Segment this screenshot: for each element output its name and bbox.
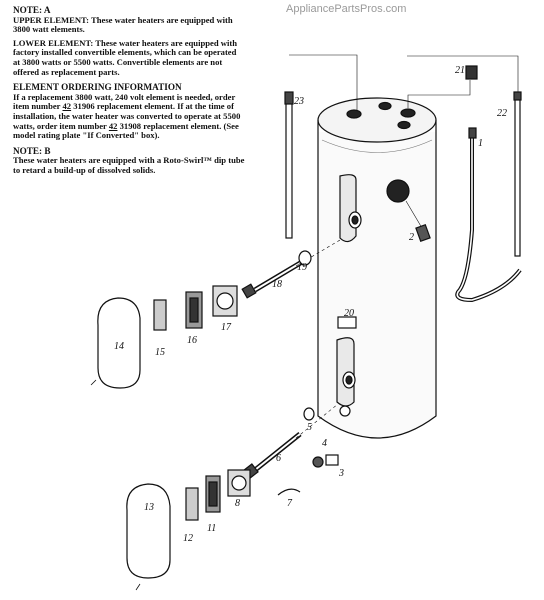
rating-plate xyxy=(337,316,357,329)
note-a: NOTE: A UPPER ELEMENT: These water heate… xyxy=(13,5,245,77)
callout-8: 8 xyxy=(235,498,240,509)
wire-clip xyxy=(277,488,301,496)
callout-11: 11 xyxy=(207,523,216,534)
drain-opening xyxy=(339,405,351,417)
note-a-title: NOTE: A xyxy=(13,5,51,15)
ordering-text: If a replacement 3800 watt, 240 volt ele… xyxy=(13,91,245,141)
drain-valve xyxy=(312,454,339,468)
ordering-text-1: If a replacement 3800 watt, 240 volt ele… xyxy=(13,91,236,112)
callout-22: 22 xyxy=(497,108,507,119)
callout-3: 3 xyxy=(338,468,344,479)
callout-20: 20 xyxy=(344,308,354,319)
lower-element-text: These water heaters are equipped with fa… xyxy=(13,37,238,77)
callout-16: 16 xyxy=(187,335,197,346)
heat-trap-tube xyxy=(455,127,522,303)
lower-access-cover xyxy=(126,483,171,579)
upper-thermostat xyxy=(212,285,238,317)
lower-thermostat-bracket xyxy=(205,475,221,513)
callout-1: 1 xyxy=(478,138,483,149)
lower-insulation xyxy=(185,487,199,521)
callout-12: 12 xyxy=(183,533,193,544)
callout-7: 7 xyxy=(287,498,293,509)
upper-insulation xyxy=(153,299,167,331)
lower-gasket xyxy=(303,407,315,421)
nipple-fitting xyxy=(407,65,478,108)
ordering-info: ELEMENT ORDERING INFORMATION If a replac… xyxy=(13,83,245,141)
callout-5: 5 xyxy=(307,422,312,433)
upper-heating-element xyxy=(241,239,341,299)
callout-21: 21 xyxy=(455,65,465,76)
lower-element-note: LOWER ELEMENT: These water heaters are e… xyxy=(13,37,245,77)
leader-marks xyxy=(90,379,141,591)
note-b-title: NOTE: B xyxy=(13,145,51,156)
lower-element-label: LOWER ELEMENT: xyxy=(13,37,94,48)
upper-access-port xyxy=(339,174,362,243)
callout-labels: 1 2 3 4 5 6 7 8 11 12 13 14 15 16 17 18 … xyxy=(114,65,507,544)
upper-element-text: These water heaters are equipped with 38… xyxy=(13,14,233,35)
tp-valve-opening xyxy=(386,179,410,203)
upper-access-cover xyxy=(97,297,141,389)
upper-element-note: UPPER ELEMENT: These water heaters are e… xyxy=(13,14,245,35)
callout-14: 14 xyxy=(114,341,124,352)
lower-thermostat xyxy=(227,469,251,497)
ordering-title: ELEMENT ORDERING INFORMATION xyxy=(13,82,182,93)
relief-valve xyxy=(405,200,431,243)
note-b-text: These water heaters are equipped with a … xyxy=(13,155,245,175)
upper-element-label: UPPER ELEMENT: xyxy=(13,14,89,25)
lower-access-port xyxy=(336,337,356,407)
callout-19: 19 xyxy=(297,262,307,273)
dip-tube xyxy=(407,55,522,257)
callout-15: 15 xyxy=(155,347,165,358)
note-b: NOTE: B These water heaters are equipped… xyxy=(13,145,245,176)
anode-rod xyxy=(284,54,358,239)
ordering-text-2: 31906 replacement element. If at the tim… xyxy=(13,101,241,131)
callout-13: 13 xyxy=(144,502,154,513)
ordering-prefix-2: 42 xyxy=(108,120,118,131)
ordering-text-3: 31908 replacement element. (See model ra… xyxy=(13,120,239,141)
upper-thermostat-bracket xyxy=(185,291,203,329)
watermark: AppliancePartsPros.com xyxy=(286,3,407,15)
callout-6: 6 xyxy=(276,453,281,464)
upper-gasket xyxy=(298,250,312,266)
callout-18: 18 xyxy=(272,279,282,290)
water-heater-tank xyxy=(317,97,437,439)
callout-2: 2 xyxy=(409,232,414,243)
callout-23: 23 xyxy=(294,96,304,107)
callout-4: 4 xyxy=(322,438,327,449)
notes-panel: NOTE: A UPPER ELEMENT: These water heate… xyxy=(13,5,245,182)
ordering-prefix-1: 42 xyxy=(62,101,72,112)
callout-17: 17 xyxy=(221,322,232,333)
